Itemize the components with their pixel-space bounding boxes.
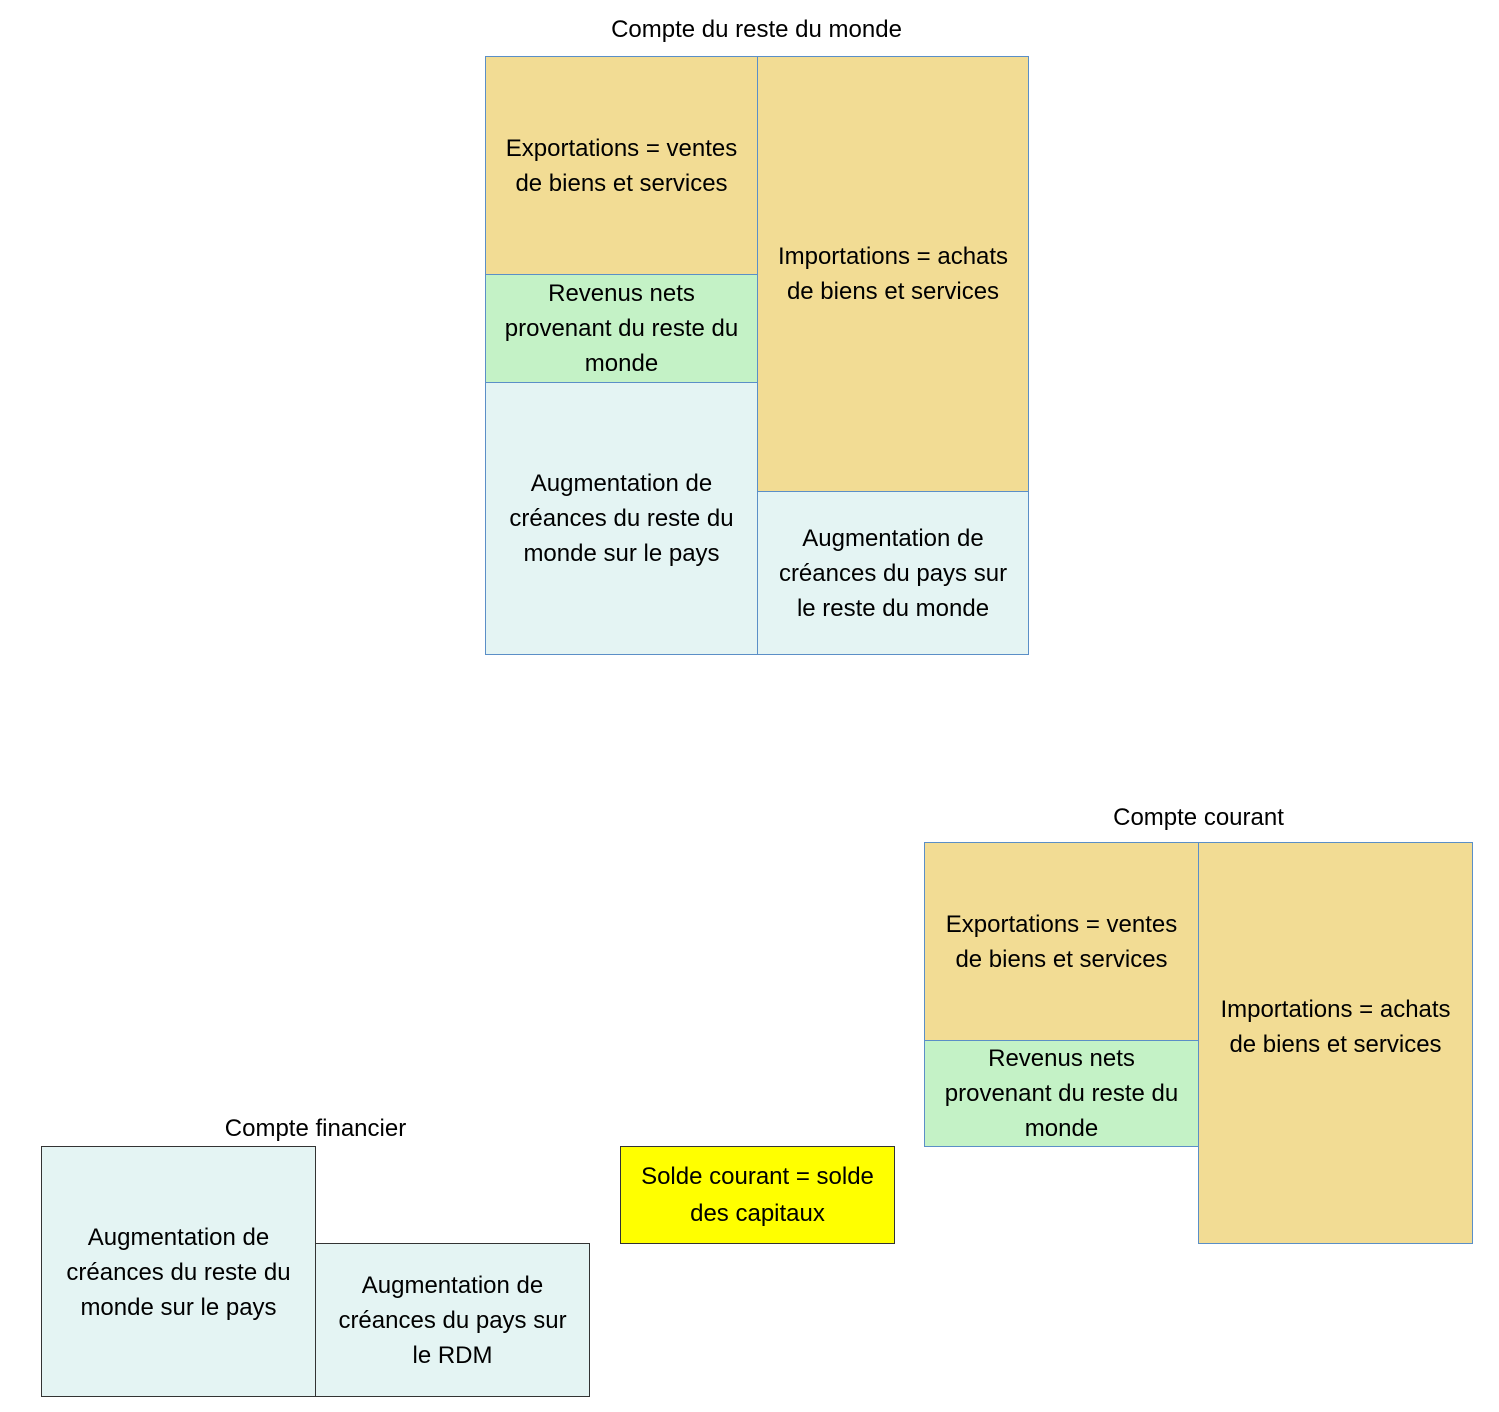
courant-exports-box: Exportations = ventes de biens et servic… bbox=[924, 842, 1199, 1041]
courant-revenus-box: Revenus nets provenant du reste du monde bbox=[924, 1040, 1199, 1147]
courant-revenus-label: Revenus nets provenant du reste du monde bbox=[944, 1045, 1179, 1142]
rdm-exports-label: Exportations = ventes de biens et servic… bbox=[505, 134, 738, 197]
rdm-title: Compte du reste du monde bbox=[611, 16, 902, 43]
rdm-exports-box: Exportations = ventes de biens et servic… bbox=[485, 56, 758, 275]
solde-box: Solde courant = solde des capitaux bbox=[620, 1146, 895, 1244]
courant-imports-box: Importations = achats de biens et servic… bbox=[1198, 842, 1473, 1244]
financier-title: Compte financier bbox=[224, 1115, 407, 1142]
courant-title: Compte courant bbox=[1113, 804, 1284, 831]
rdm-creances-rdm-label: Augmentation de créances du reste du mon… bbox=[509, 470, 734, 567]
solde-label: Solde courant = solde des capitaux bbox=[641, 1163, 874, 1227]
financier-creances-rdm-box: Augmentation de créances du reste du mon… bbox=[41, 1146, 316, 1397]
rdm-revenus-label: Revenus nets provenant du reste du monde bbox=[504, 280, 739, 377]
financier-creances-rdm-label: Augmentation de créances du reste du mon… bbox=[66, 1224, 291, 1321]
rdm-imports-label: Importations = achats de biens et servic… bbox=[777, 243, 1009, 305]
rdm-creances-rdm-box: Augmentation de créances du reste du mon… bbox=[485, 382, 758, 655]
financier-creances-pays-box: Augmentation de créances du pays sur le … bbox=[315, 1243, 590, 1397]
courant-imports-label: Importations = achats de biens et servic… bbox=[1220, 996, 1451, 1058]
rdm-revenus-box: Revenus nets provenant du reste du monde bbox=[485, 274, 758, 383]
rdm-creances-pays-label: Augmentation de créances du pays sur le … bbox=[778, 524, 1008, 622]
rdm-creances-pays-box: Augmentation de créances du pays sur le … bbox=[757, 491, 1029, 655]
rdm-imports-box: Importations = achats de biens et servic… bbox=[757, 56, 1029, 492]
courant-exports-label: Exportations = ventes de biens et servic… bbox=[945, 910, 1178, 973]
financier-creances-pays-label: Augmentation de créances du pays sur le … bbox=[338, 1271, 567, 1369]
